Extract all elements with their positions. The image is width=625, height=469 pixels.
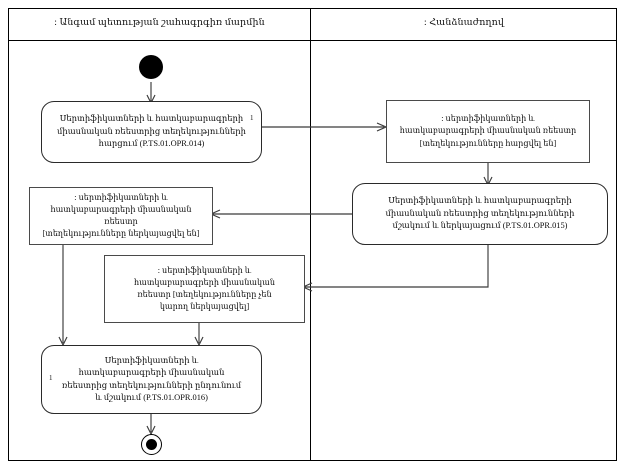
final-node-inner [145, 438, 157, 450]
action-node-process[interactable]: Սերտիֆիկատների և հատկաբարագրերի միասնակա… [352, 183, 608, 245]
object-node-presented-label: : սերտիֆիկատների և հատկաբարագրերի միասնա… [42, 192, 200, 239]
swimlane-header-right: : Հանձնաժողով [311, 8, 617, 41]
final-node [141, 434, 162, 455]
action-node-receive[interactable]: Սերտիֆիկատների և հատկաբարագրերի միասնակա… [41, 345, 262, 414]
action-node-request-marker: 1 [250, 114, 254, 122]
swimlane-label-right: : Հանձնաժողով [424, 18, 504, 29]
object-node-presented[interactable]: : սերտիֆիկատների և հատկաբարագրերի միասնա… [29, 187, 213, 245]
action-node-receive-marker: 1 [49, 374, 53, 382]
swimlane-divider [310, 8, 312, 461]
swimlane-frame [8, 8, 617, 461]
swimlane-label-left: : Անգամ պետության շահագրգիռ մարմին [54, 18, 265, 29]
object-node-not-presented[interactable]: : սերտիֆիկատների և հատկաբարագրերի միասնա… [104, 255, 305, 323]
object-node-requested-label: : սերտիֆիկատների և հատկաբարագրերի միասնա… [399, 114, 577, 148]
initial-node [139, 55, 163, 79]
object-node-requested[interactable]: : սերտիֆիկատների և հատկաբարագրերի միասնա… [386, 100, 590, 163]
swimlane-header-left: : Անգամ պետության շահագրգիռ մարմին [8, 8, 311, 41]
action-node-process-label: Սերտիֆիկատների և հատկաբարագրերի միասնակա… [385, 196, 575, 231]
object-node-not-presented-label: : սերտիֆիկատների և հատկաբարագրերի միասնա… [134, 265, 275, 312]
action-node-request-label: Սերտիֆիկատների և հատկաբարագրերի միասնակա… [56, 114, 246, 149]
action-node-receive-label: Սերտիֆիկատների և հատկաբարագրերի միասնակա… [61, 355, 242, 402]
action-node-request[interactable]: Սերտիֆիկատների և հատկաբարագրերի միասնակա… [41, 101, 262, 163]
